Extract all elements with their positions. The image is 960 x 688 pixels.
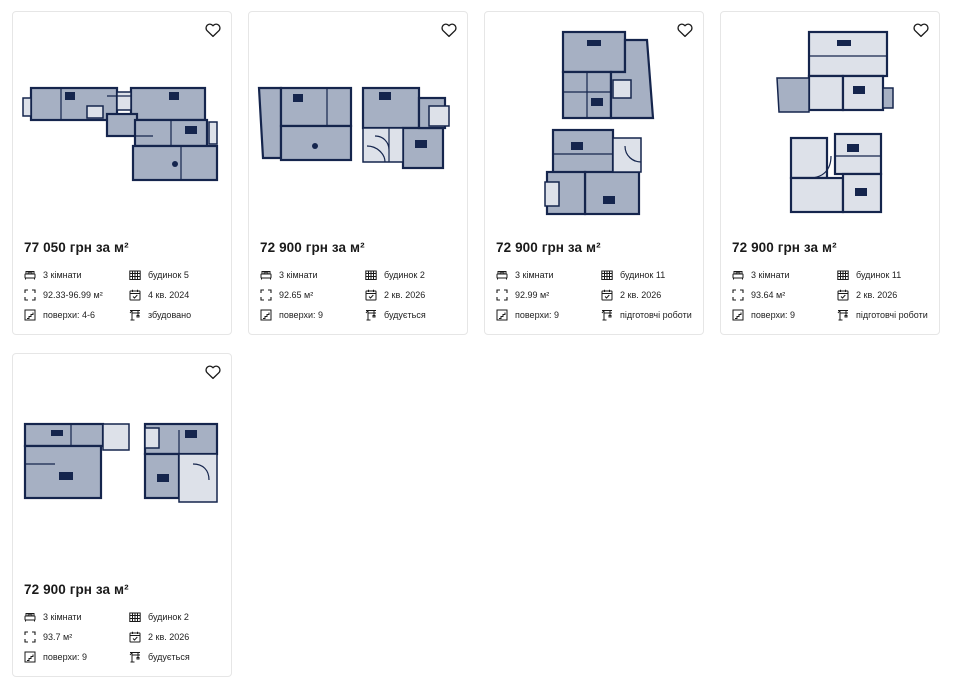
price: 77 050 грн за м² [24, 240, 129, 255]
bed-icon [24, 611, 36, 623]
price: 72 900 грн за м² [496, 240, 601, 255]
crane-icon [601, 309, 613, 321]
area-spec: 93.64 м² [732, 288, 837, 302]
rooms-spec: 3 кімнати [260, 268, 365, 282]
floors-spec: поверхи: 9 [260, 308, 365, 322]
status-spec: збудовано [129, 308, 224, 322]
status-spec: будується [129, 650, 224, 664]
listings-grid: 77 050 грн за м² 3 кімнати будинок 5 92.… [12, 11, 940, 677]
bed-icon [496, 269, 508, 281]
calendar-check-icon [837, 289, 849, 301]
floor-plan-image [22, 86, 219, 182]
stairs-icon [24, 309, 36, 321]
area-spec: 92.65 м² [260, 288, 365, 302]
listing-card[interactable]: 77 050 грн за м² 3 кімнати будинок 5 92.… [12, 11, 232, 335]
listing-card[interactable]: 72 900 грн за м² 3 кімнати будинок 2 93.… [12, 353, 232, 677]
completion-spec: 2 кв. 2026 [129, 630, 224, 644]
completion-spec: 2 кв. 2026 [837, 288, 932, 302]
floors-spec: поверхи: 9 [732, 308, 837, 322]
building-icon [129, 269, 141, 281]
area-spec: 92.99 м² [496, 288, 601, 302]
building-icon [601, 269, 613, 281]
calendar-check-icon [129, 289, 141, 301]
rooms-spec: 3 кімнати [24, 268, 129, 282]
completion-spec: 4 кв. 2024 [129, 288, 224, 302]
calendar-check-icon [365, 289, 377, 301]
rooms-spec: 3 кімнати [24, 610, 129, 624]
specs: 3 кімнати будинок 2 93.7 м² 2 кв. 2026 п… [24, 610, 224, 664]
listing-card[interactable]: 72 900 грн за м² 3 кімнати будинок 11 92… [484, 11, 704, 335]
area-frame-icon [24, 289, 36, 301]
calendar-check-icon [601, 289, 613, 301]
area-spec: 93.7 м² [24, 630, 129, 644]
floor-plan-image [23, 422, 219, 503]
area-frame-icon [260, 289, 272, 301]
building-spec: будинок 2 [129, 610, 224, 624]
listing-card[interactable]: 72 900 грн за м² 3 кімнати будинок 2 92.… [248, 11, 468, 335]
area-frame-icon [496, 289, 508, 301]
building-spec: будинок 2 [365, 268, 460, 282]
heart-outline-icon[interactable] [676, 21, 694, 39]
building-icon [129, 611, 141, 623]
crane-icon [129, 309, 141, 321]
building-icon [365, 269, 377, 281]
floor-plan-image [544, 30, 655, 216]
completion-spec: 2 кв. 2026 [365, 288, 460, 302]
crane-icon [837, 309, 849, 321]
status-spec: будується [365, 308, 460, 322]
crane-icon [129, 651, 141, 663]
area-spec: 92.33-96.99 м² [24, 288, 129, 302]
building-spec: будинок 11 [837, 268, 932, 282]
calendar-check-icon [129, 631, 141, 643]
status-spec: підготовчі роботи [837, 308, 932, 322]
stairs-icon [260, 309, 272, 321]
floor-plan-image [776, 30, 894, 214]
building-icon [837, 269, 849, 281]
status-spec: підготовчі роботи [601, 308, 696, 322]
rooms-spec: 3 кімнати [732, 268, 837, 282]
listing-card[interactable]: 72 900 грн за м² 3 кімнати будинок 11 93… [720, 11, 940, 335]
heart-outline-icon[interactable] [912, 21, 930, 39]
crane-icon [365, 309, 377, 321]
completion-spec: 2 кв. 2026 [601, 288, 696, 302]
stairs-icon [732, 309, 744, 321]
stairs-icon [496, 309, 508, 321]
specs: 3 кімнати будинок 5 92.33-96.99 м² 4 кв.… [24, 268, 224, 322]
rooms-spec: 3 кімнати [496, 268, 601, 282]
specs: 3 кімнати будинок 11 92.99 м² 2 кв. 2026… [496, 268, 696, 322]
building-spec: будинок 11 [601, 268, 696, 282]
floors-spec: поверхи: 4-6 [24, 308, 129, 322]
bed-icon [732, 269, 744, 281]
area-frame-icon [732, 289, 744, 301]
area-frame-icon [24, 631, 36, 643]
floor-plan-image [257, 86, 450, 170]
floors-spec: поверхи: 9 [24, 650, 129, 664]
price: 72 900 грн за м² [24, 582, 129, 597]
bed-icon [24, 269, 36, 281]
bed-icon [260, 269, 272, 281]
floors-spec: поверхи: 9 [496, 308, 601, 322]
specs: 3 кімнати будинок 2 92.65 м² 2 кв. 2026 … [260, 268, 460, 322]
building-spec: будинок 5 [129, 268, 224, 282]
price: 72 900 грн за м² [732, 240, 837, 255]
specs: 3 кімнати будинок 11 93.64 м² 2 кв. 2026… [732, 268, 932, 322]
stairs-icon [24, 651, 36, 663]
price: 72 900 грн за м² [260, 240, 365, 255]
